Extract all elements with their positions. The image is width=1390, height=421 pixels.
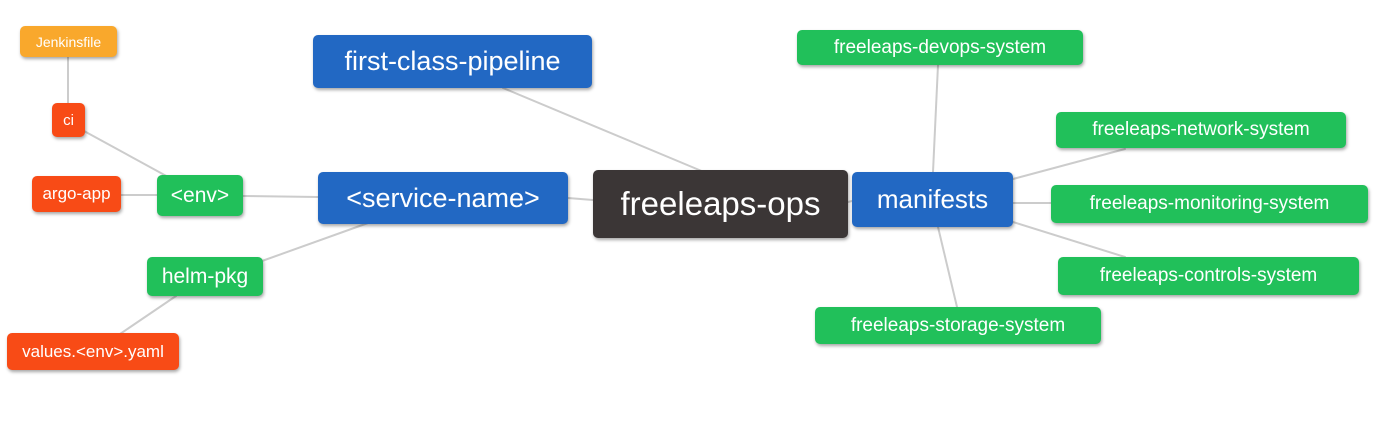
node-label: first-class-pipeline xyxy=(344,46,561,76)
node-label: freeleaps-monitoring-system xyxy=(1089,193,1330,214)
node-ci[interactable]: ci xyxy=(52,103,85,137)
node-values-env-yaml[interactable]: values.<env>.yaml xyxy=(7,333,179,370)
edge-manifests-storage-system xyxy=(937,226,958,308)
edge-manifests-network-system xyxy=(1012,148,1126,180)
edge-manifests-devops-system xyxy=(932,64,939,173)
node-manifests[interactable]: manifests xyxy=(852,172,1013,227)
node-freeleaps-monitoring-system[interactable]: freeleaps-monitoring-system xyxy=(1051,185,1368,223)
node-label: helm-pkg xyxy=(161,264,249,288)
edge-ci-env xyxy=(83,130,171,179)
node-label: <env> xyxy=(170,183,230,207)
node-freeleaps-network-system[interactable]: freeleaps-network-system xyxy=(1056,112,1346,148)
node-jenkinsfile[interactable]: Jenkinsfile xyxy=(20,26,117,57)
node-label: freeleaps-ops xyxy=(620,185,821,222)
node-label: values.<env>.yaml xyxy=(22,341,164,361)
node-freeleaps-devops-system[interactable]: freeleaps-devops-system xyxy=(797,30,1083,65)
node-freeleaps-ops[interactable]: freeleaps-ops xyxy=(593,170,848,238)
node-label: freeleaps-network-system xyxy=(1092,119,1310,140)
edge-helm-pkg-service-name xyxy=(261,222,369,262)
node-label: ci xyxy=(63,111,74,129)
node-argo-app[interactable]: argo-app xyxy=(32,176,121,212)
node-label: Jenkinsfile xyxy=(35,33,102,50)
node-helm-pkg[interactable]: helm-pkg xyxy=(147,257,263,296)
node-label: freeleaps-storage-system xyxy=(850,314,1066,336)
node-env[interactable]: <env> xyxy=(157,175,243,216)
node-label: argo-app xyxy=(42,184,111,203)
node-label: freeleaps-controls-system xyxy=(1099,265,1318,286)
edge-helm-pkg-values-env-yaml xyxy=(119,295,177,335)
edge-env-service-name xyxy=(242,195,319,198)
node-service-name[interactable]: <service-name> xyxy=(318,172,568,224)
edge-pipeline-freeleaps-ops xyxy=(502,87,705,173)
edge-service-name-freeleaps-ops xyxy=(567,197,594,201)
node-first-class-pipeline[interactable]: first-class-pipeline xyxy=(313,35,592,88)
node-label: freeleaps-devops-system xyxy=(833,36,1047,58)
edge-manifests-controls-system xyxy=(1012,221,1126,258)
node-freeleaps-storage-system[interactable]: freeleaps-storage-system xyxy=(815,307,1101,344)
node-label: <service-name> xyxy=(346,182,540,213)
node-label: manifests xyxy=(876,184,989,214)
edge-freeleaps-ops-manifests xyxy=(847,200,853,203)
node-freeleaps-controls-system[interactable]: freeleaps-controls-system xyxy=(1058,257,1359,295)
